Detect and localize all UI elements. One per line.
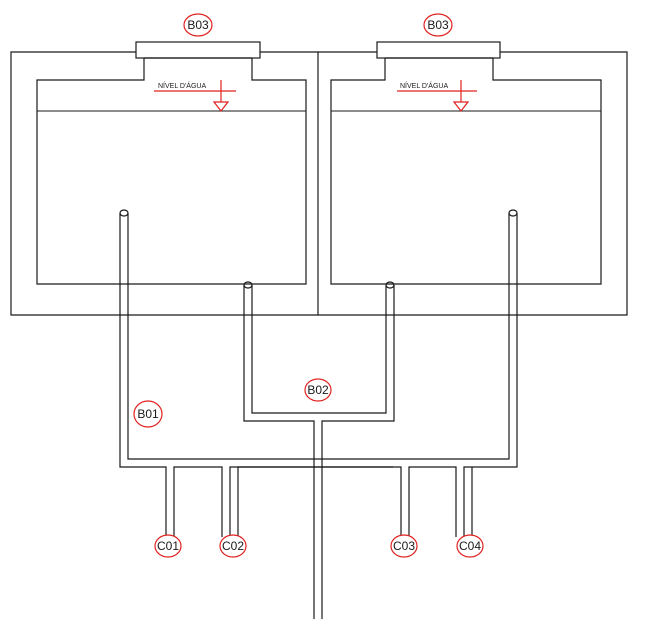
tag-b02-text: B02 <box>307 383 329 397</box>
tag-b03-right: B03 <box>423 13 453 37</box>
right-tank-inner-wall <box>330 58 602 285</box>
right-tank-outer-wall <box>318 51 628 316</box>
right-water-level-arrow <box>452 101 470 112</box>
tag-c01-text: C01 <box>157 539 179 553</box>
tag-c01: C01 <box>154 534 182 558</box>
tag-b01: B01 <box>133 400 163 428</box>
left-water-level-label: NÍVEL D'ÁGUA <box>158 81 206 90</box>
tag-c04: C04 <box>456 534 484 558</box>
tag-b03-right-text: B03 <box>427 18 449 32</box>
tag-c02-text: C02 <box>222 539 244 553</box>
pipe-b01-inner <box>127 213 510 537</box>
pipe-b02-inner <box>251 285 387 414</box>
tag-c03-text: C03 <box>393 539 415 553</box>
left-tank-outer-wall <box>10 51 319 316</box>
left-tank-lid <box>135 41 261 59</box>
left-tank-inner-wall <box>36 58 307 285</box>
pipe-b02 <box>243 281 395 619</box>
pipe-b02-right-inlet <box>385 281 395 289</box>
pipe-b01-left-inlet <box>119 209 129 217</box>
left-tank: NÍVEL D'ÁGUA <box>10 41 319 316</box>
right-tank: NÍVEL D'ÁGUA <box>318 41 628 316</box>
tag-b03-left: B03 <box>183 13 213 37</box>
tag-c02: C02 <box>219 534 247 558</box>
tag-b03-left-text: B03 <box>187 18 209 32</box>
left-water-level-arrow <box>212 101 230 112</box>
tag-b01-text: B01 <box>137 407 159 421</box>
pipe-b01-right-inlet <box>508 209 518 217</box>
tag-c03: C03 <box>390 534 418 558</box>
pipe-b02-left-inlet <box>243 281 253 289</box>
tag-c04-text: C04 <box>459 539 481 553</box>
pipe-b01 <box>119 209 518 537</box>
pipe-b02-outer <box>243 285 395 619</box>
tag-b02: B02 <box>304 378 332 402</box>
right-tank-lid <box>376 41 501 59</box>
right-water-level-label: NÍVEL D'ÁGUA <box>400 81 448 90</box>
